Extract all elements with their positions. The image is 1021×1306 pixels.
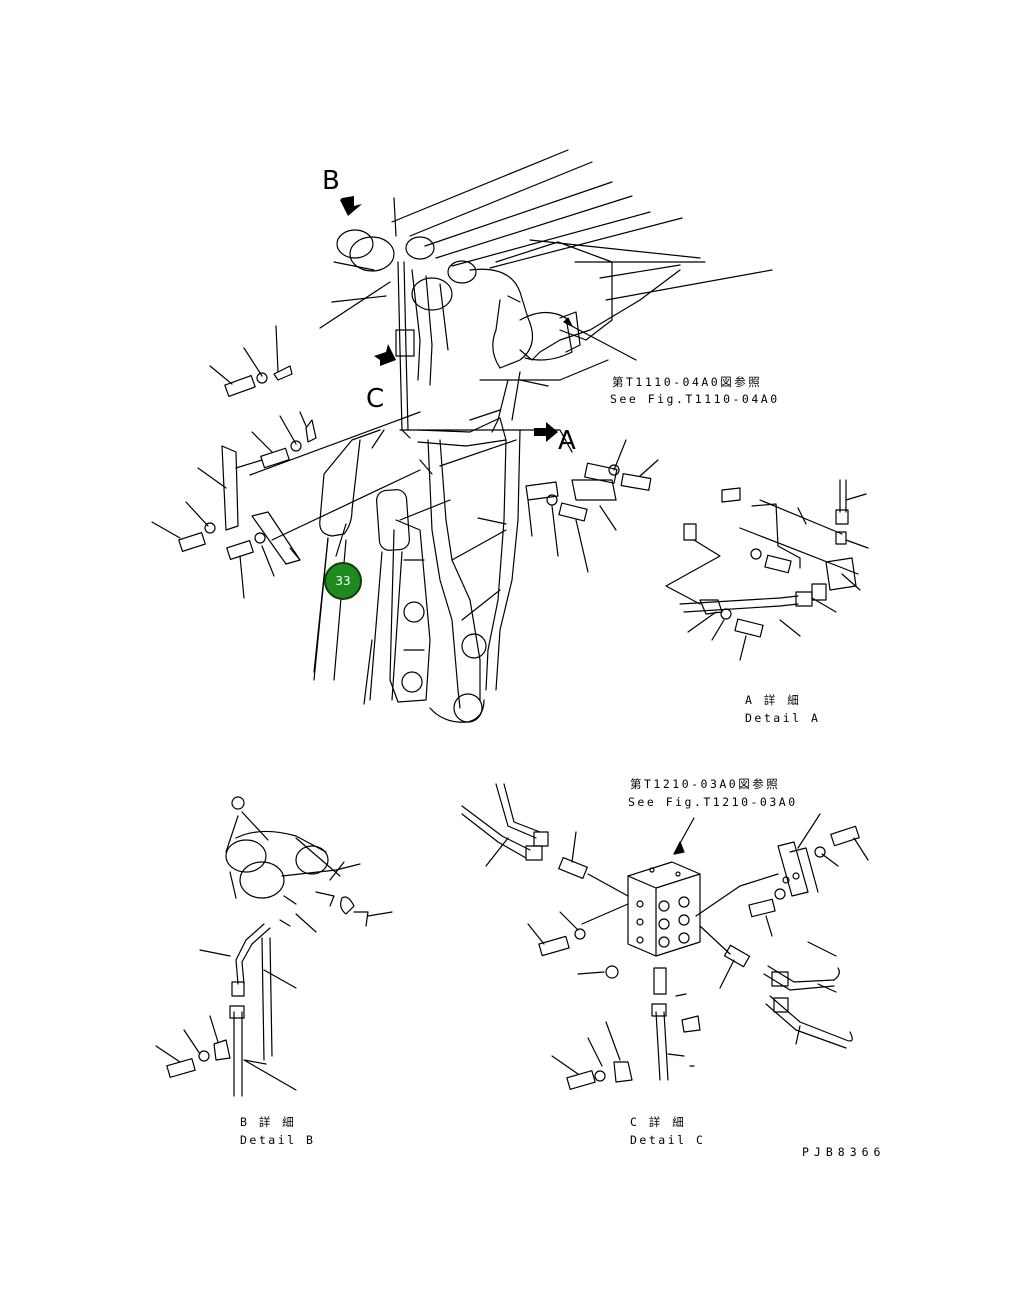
detail-b-title-jp: B 詳 細 [240, 1115, 297, 1129]
view-letter-c: C [366, 384, 385, 414]
detail-b-drawing [155, 796, 393, 1097]
detail-b-title-en: Detail B [240, 1133, 316, 1147]
reference-t1110-jp: 第T1110-04A0図参照 [612, 375, 763, 389]
detail-a-title-en: Detail A [745, 711, 821, 725]
view-letter-a: A [558, 426, 576, 456]
reference-t1110-en: See Fig.T1110-04A0 [610, 392, 780, 406]
view-letter-b: B [322, 166, 340, 196]
boom-assembly [151, 149, 773, 723]
detail-c-title-en: Detail C [630, 1133, 706, 1147]
detail-c-title-jp: C 詳 細 [630, 1115, 687, 1129]
part-callout-33[interactable]: 33 [324, 562, 362, 600]
detail-a-drawing [665, 479, 869, 661]
detail-c-drawing [461, 783, 869, 1090]
detail-a-title-jp: A 詳 細 [745, 693, 802, 707]
drawing-code: PJB8366 [802, 1145, 886, 1159]
reference-t1210-jp: 第T1210-03A0図参照 [630, 777, 781, 791]
reference-t1210-en: See Fig.T1210-03A0 [628, 795, 798, 809]
